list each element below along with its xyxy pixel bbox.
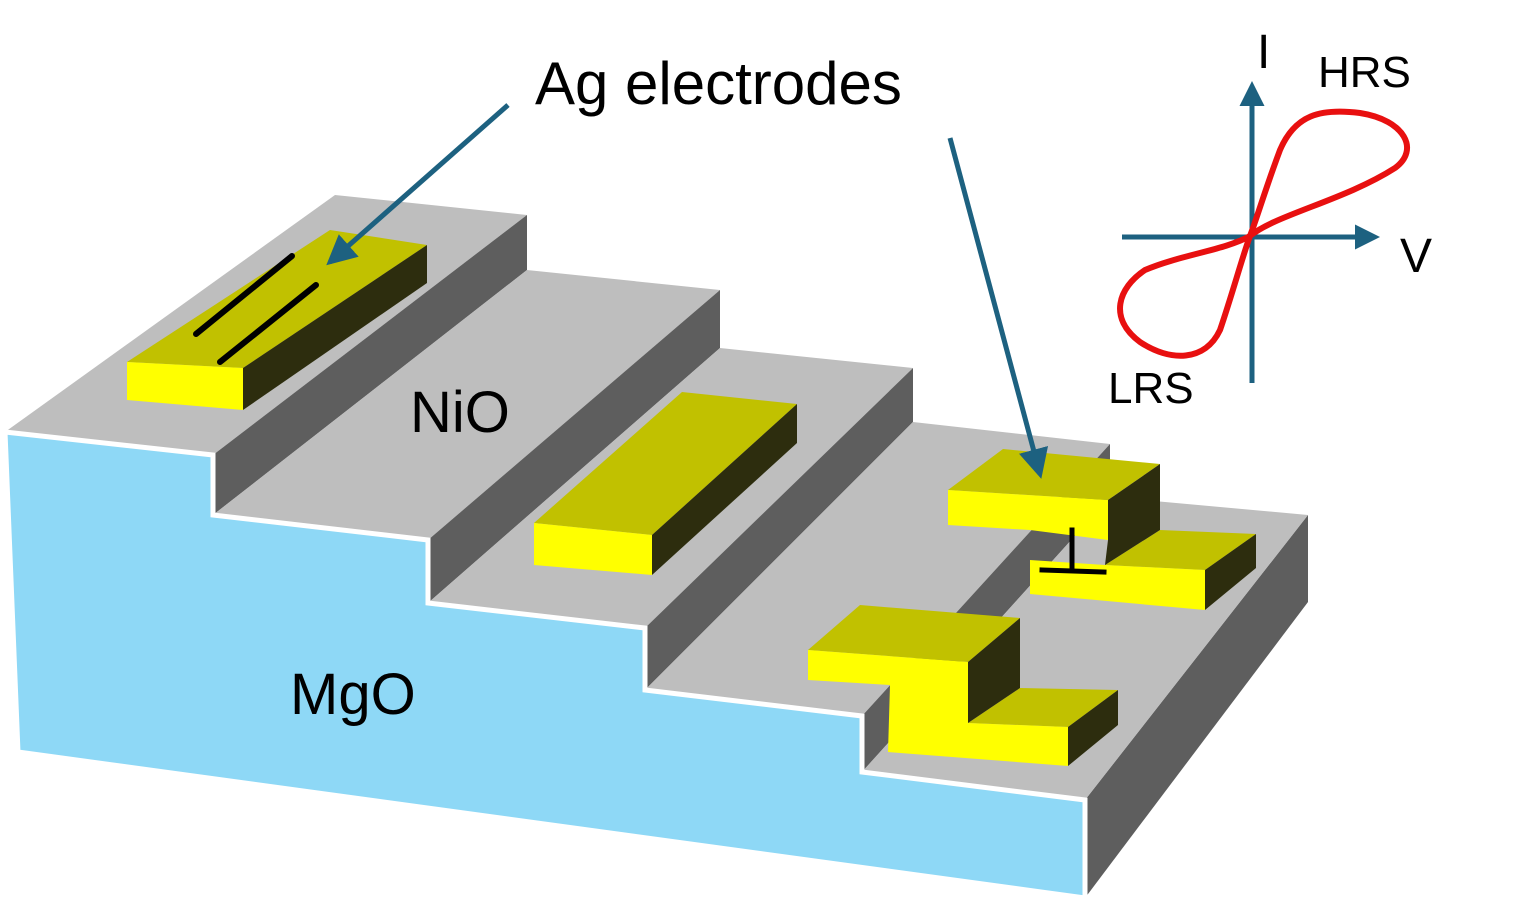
film-label: NiO — [410, 380, 510, 445]
electrodes-label: Ag electrodes — [535, 50, 902, 117]
iv-inset: I V HRS LRS — [1108, 26, 1432, 413]
voltage-axis-label: V — [1400, 230, 1432, 283]
substrate-front-face — [2, 429, 1088, 901]
hrs-label: HRS — [1318, 48, 1411, 97]
lrs-label: LRS — [1108, 364, 1194, 413]
electrode-middle — [534, 392, 797, 575]
electrode-lower — [808, 605, 1118, 766]
electrode-arrow-left — [326, 103, 510, 266]
electrode-arrow-right — [947, 137, 1049, 479]
terrace-3-riser — [645, 368, 913, 690]
terrace-1-riser — [213, 215, 527, 515]
substrate-label: MgO — [290, 662, 416, 727]
terrace-2-top — [213, 270, 720, 540]
perpendicular-symbol — [1039, 527, 1107, 575]
current-axis-label: I — [1257, 26, 1270, 79]
electrode-perpendicular — [948, 449, 1256, 610]
parallel-lines-symbol — [193, 253, 319, 365]
iv-hysteresis-loop — [1117, 108, 1410, 359]
block-side-face — [1085, 515, 1308, 898]
terrace-2-riser — [428, 290, 720, 603]
